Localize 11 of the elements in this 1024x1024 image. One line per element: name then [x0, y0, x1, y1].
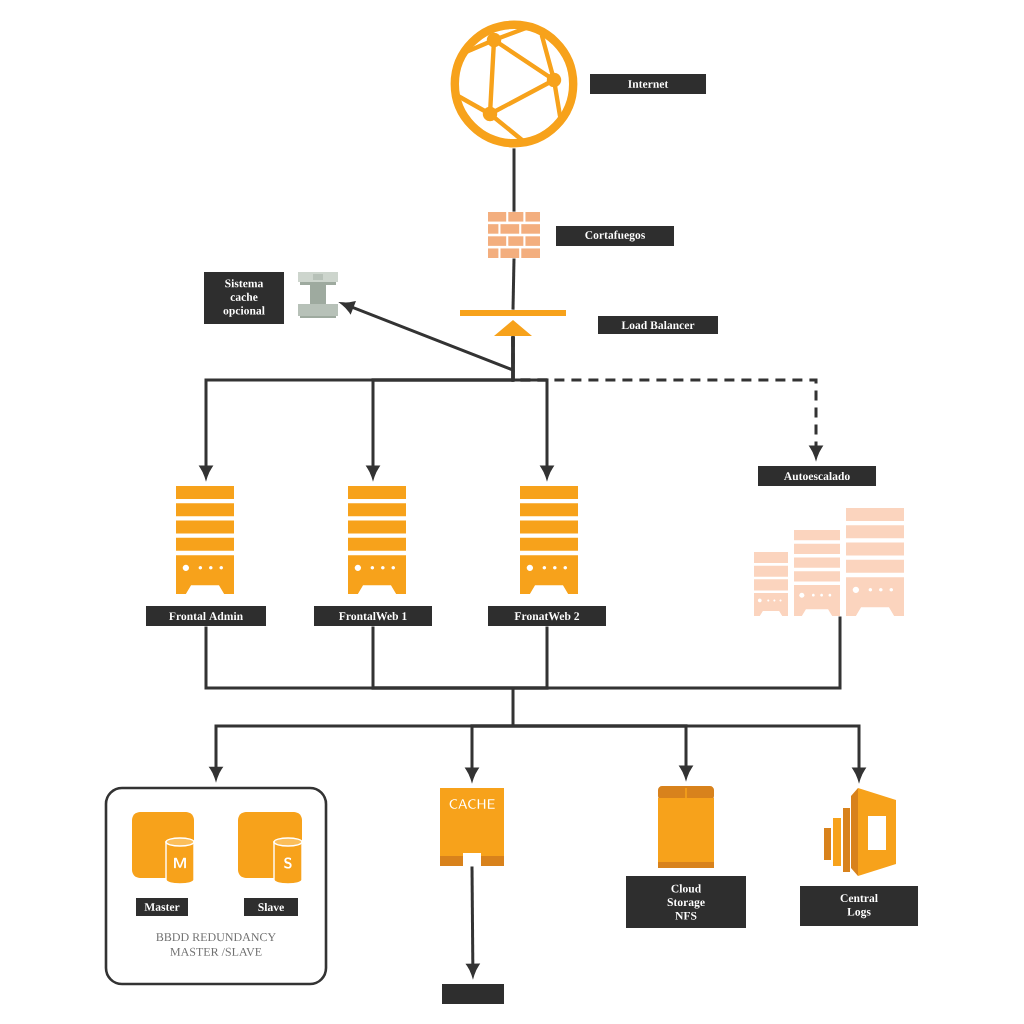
arrow: [513, 724, 866, 781]
connector-line: [511, 258, 516, 310]
connector-line: [511, 688, 515, 726]
arrow: [466, 866, 479, 977]
connector-line: [371, 626, 513, 690]
arrow: [341, 301, 515, 373]
blank-tag: [442, 984, 504, 1004]
connector-line: [513, 616, 842, 690]
arrow: [465, 724, 513, 781]
dashed-arrow: [511, 336, 823, 459]
connector-line: [512, 148, 516, 212]
